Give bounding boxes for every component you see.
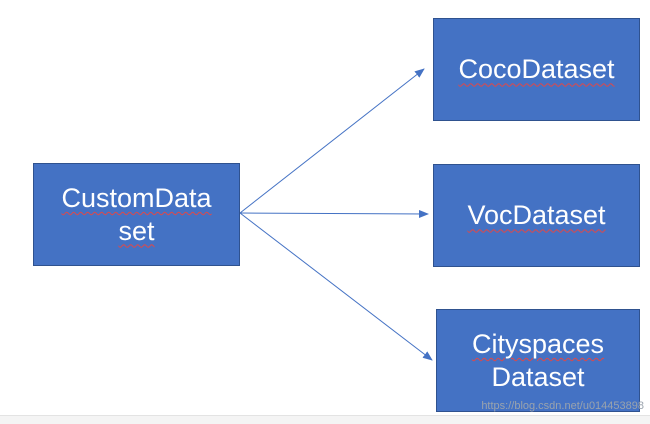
- node-cityspacesdataset: Cityspaces Dataset: [436, 309, 640, 412]
- node-vocdataset: VocDataset: [433, 164, 640, 267]
- node-customdataset-label-line2: set: [118, 215, 155, 246]
- arrow-to-cityspaces: [239, 212, 433, 361]
- node-cityspaces-label-line1: Cityspaces: [471, 329, 605, 360]
- bottom-divider: [0, 415, 650, 424]
- node-vocdataset-label: VocDataset: [467, 200, 606, 231]
- node-cocodataset: CocoDataset: [433, 18, 640, 121]
- node-customdataset-label-line1: CustomData: [61, 183, 212, 214]
- arrow-to-coco: [239, 68, 425, 214]
- arrow-to-voc: [239, 209, 429, 218]
- node-cocodataset-label: CocoDataset: [458, 54, 615, 85]
- node-customdataset: CustomData set: [33, 163, 240, 266]
- node-cityspaces-label-line2: Dataset: [491, 361, 585, 392]
- watermark-text: https://blog.csdn.net/u014453898: [481, 400, 644, 412]
